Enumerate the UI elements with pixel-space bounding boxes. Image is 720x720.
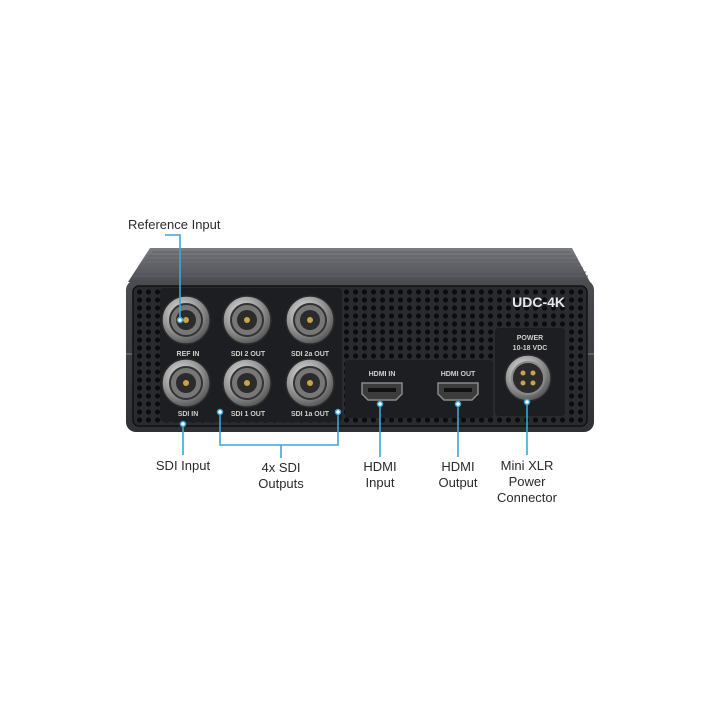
- callout-power: Mini XLR Power Connector: [497, 458, 557, 505]
- label-power: POWER: [517, 335, 543, 342]
- front-panel-border: [132, 285, 588, 427]
- bnc-connector-sdi-1-out: [222, 358, 272, 408]
- chassis-top: [128, 248, 590, 282]
- bnc-connector-sdi-1a-out: [285, 358, 335, 408]
- bnc-connector-sdi-2a-out: [285, 295, 335, 345]
- label-hdmi-out: HDMI OUT: [441, 371, 476, 378]
- bnc-connector-sdi-2-out: [222, 295, 272, 345]
- model-label: UDC-4K: [512, 294, 565, 310]
- callout-lines: [165, 234, 528, 458]
- callout-sdi-input: SDI Input: [155, 458, 211, 473]
- label-hdmi-in: HDMI IN: [369, 371, 396, 378]
- label-sdi-1a-out: SDI 1a OUT: [291, 411, 330, 418]
- bnc-connector-ref-in: [161, 295, 211, 345]
- label-ref-in: REF IN: [177, 351, 200, 358]
- label-sdi-2a-out: SDI 2a OUT: [291, 351, 330, 358]
- mini-xlr-power-connector: [504, 354, 552, 402]
- label-sdi-1-out: SDI 1 OUT: [231, 411, 266, 418]
- chassis-ridges: [133, 251, 588, 277]
- bnc-connector-sdi-in: [161, 358, 211, 408]
- callout-reference-input: Reference Input: [128, 217, 221, 232]
- label-power-voltage: 10-18 VDC: [513, 345, 548, 352]
- callout-line-reference: [165, 234, 181, 320]
- label-sdi-2-out: SDI 2 OUT: [231, 351, 266, 358]
- hdmi-port-out: [437, 382, 479, 401]
- hdmi-port-in: [361, 382, 403, 401]
- callout-line-sdi-outputs: [219, 412, 339, 446]
- label-sdi-in: SDI IN: [178, 411, 199, 418]
- callout-hdmi-output: HDMI Output: [438, 459, 478, 490]
- callout-dots: [176, 316, 531, 428]
- callout-hdmi-input: HDMI Input: [363, 459, 397, 490]
- callout-sdi-outputs: 4x SDI Outputs: [258, 460, 304, 491]
